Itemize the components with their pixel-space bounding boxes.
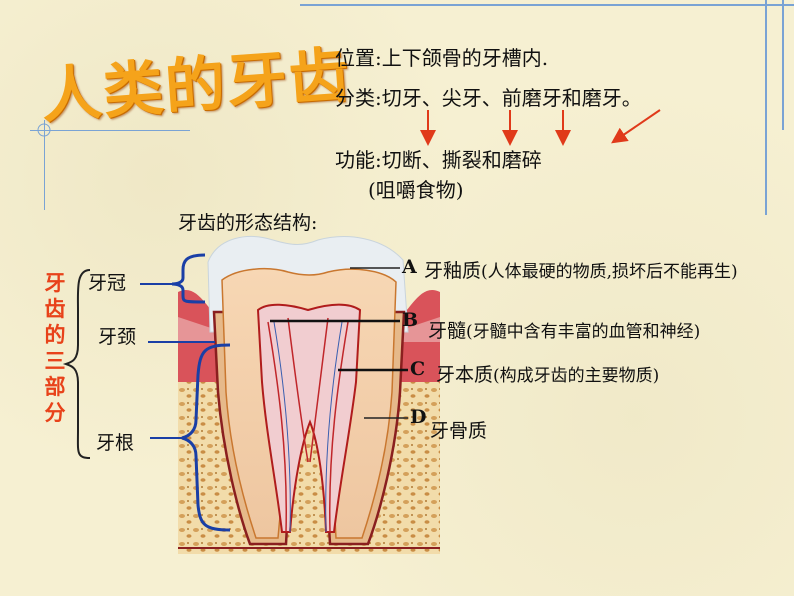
marker-b: B <box>402 309 419 331</box>
annotation-cementum: 牙骨质 <box>430 416 487 443</box>
classification-text: 分类:切牙、尖牙、前磨牙和磨牙。 <box>335 86 642 110</box>
three-parts-vertical-label: 牙 齿 的 三 部 分 <box>44 271 66 425</box>
annotation-dentin: 牙本质(构成牙齿的主要物质) <box>436 360 659 387</box>
pulp-note: (牙髓中含有丰富的血管和神经) <box>466 322 701 342</box>
enamel-note: (人体最硬的物质,损坏后不能再生) <box>481 262 738 282</box>
root-label: 牙根 <box>96 432 135 454</box>
annotation-enamel: 牙釉质(人体最硬的物质,损坏后不能再生) <box>424 256 738 283</box>
enamel-name: 牙釉质 <box>424 260 482 282</box>
blood-vessels <box>267 317 349 533</box>
marker-a: A <box>402 256 417 278</box>
annotation-pulp: 牙髓(牙髓中含有丰富的血管和神经) <box>428 316 700 343</box>
function-text: 功能:切断、撕裂和磨碎 <box>335 148 542 172</box>
crown-label: 牙冠 <box>88 272 127 294</box>
dentin-note: (构成牙齿的主要物质) <box>493 366 660 386</box>
neck-label: 牙颈 <box>98 326 137 348</box>
function-note-text: (咀嚼食物) <box>368 178 464 202</box>
position-text: 位置:上下颌骨的牙槽内. <box>335 46 549 70</box>
right-decoration-line-2 <box>782 0 784 130</box>
title-underline <box>30 130 190 131</box>
top-decoration-line <box>300 4 794 6</box>
tooth-diagram <box>178 235 440 554</box>
pulp <box>256 303 362 533</box>
cementum-name: 牙骨质 <box>430 420 488 442</box>
right-decoration-line-1 <box>765 0 767 215</box>
marker-c: C <box>410 358 426 380</box>
structure-heading: 牙齿的形态结构: <box>178 212 318 234</box>
dentin-name: 牙本质 <box>436 364 494 386</box>
pulp-name: 牙髓 <box>428 320 467 342</box>
title-vertical-line <box>44 120 45 210</box>
marker-d: D <box>410 406 427 428</box>
